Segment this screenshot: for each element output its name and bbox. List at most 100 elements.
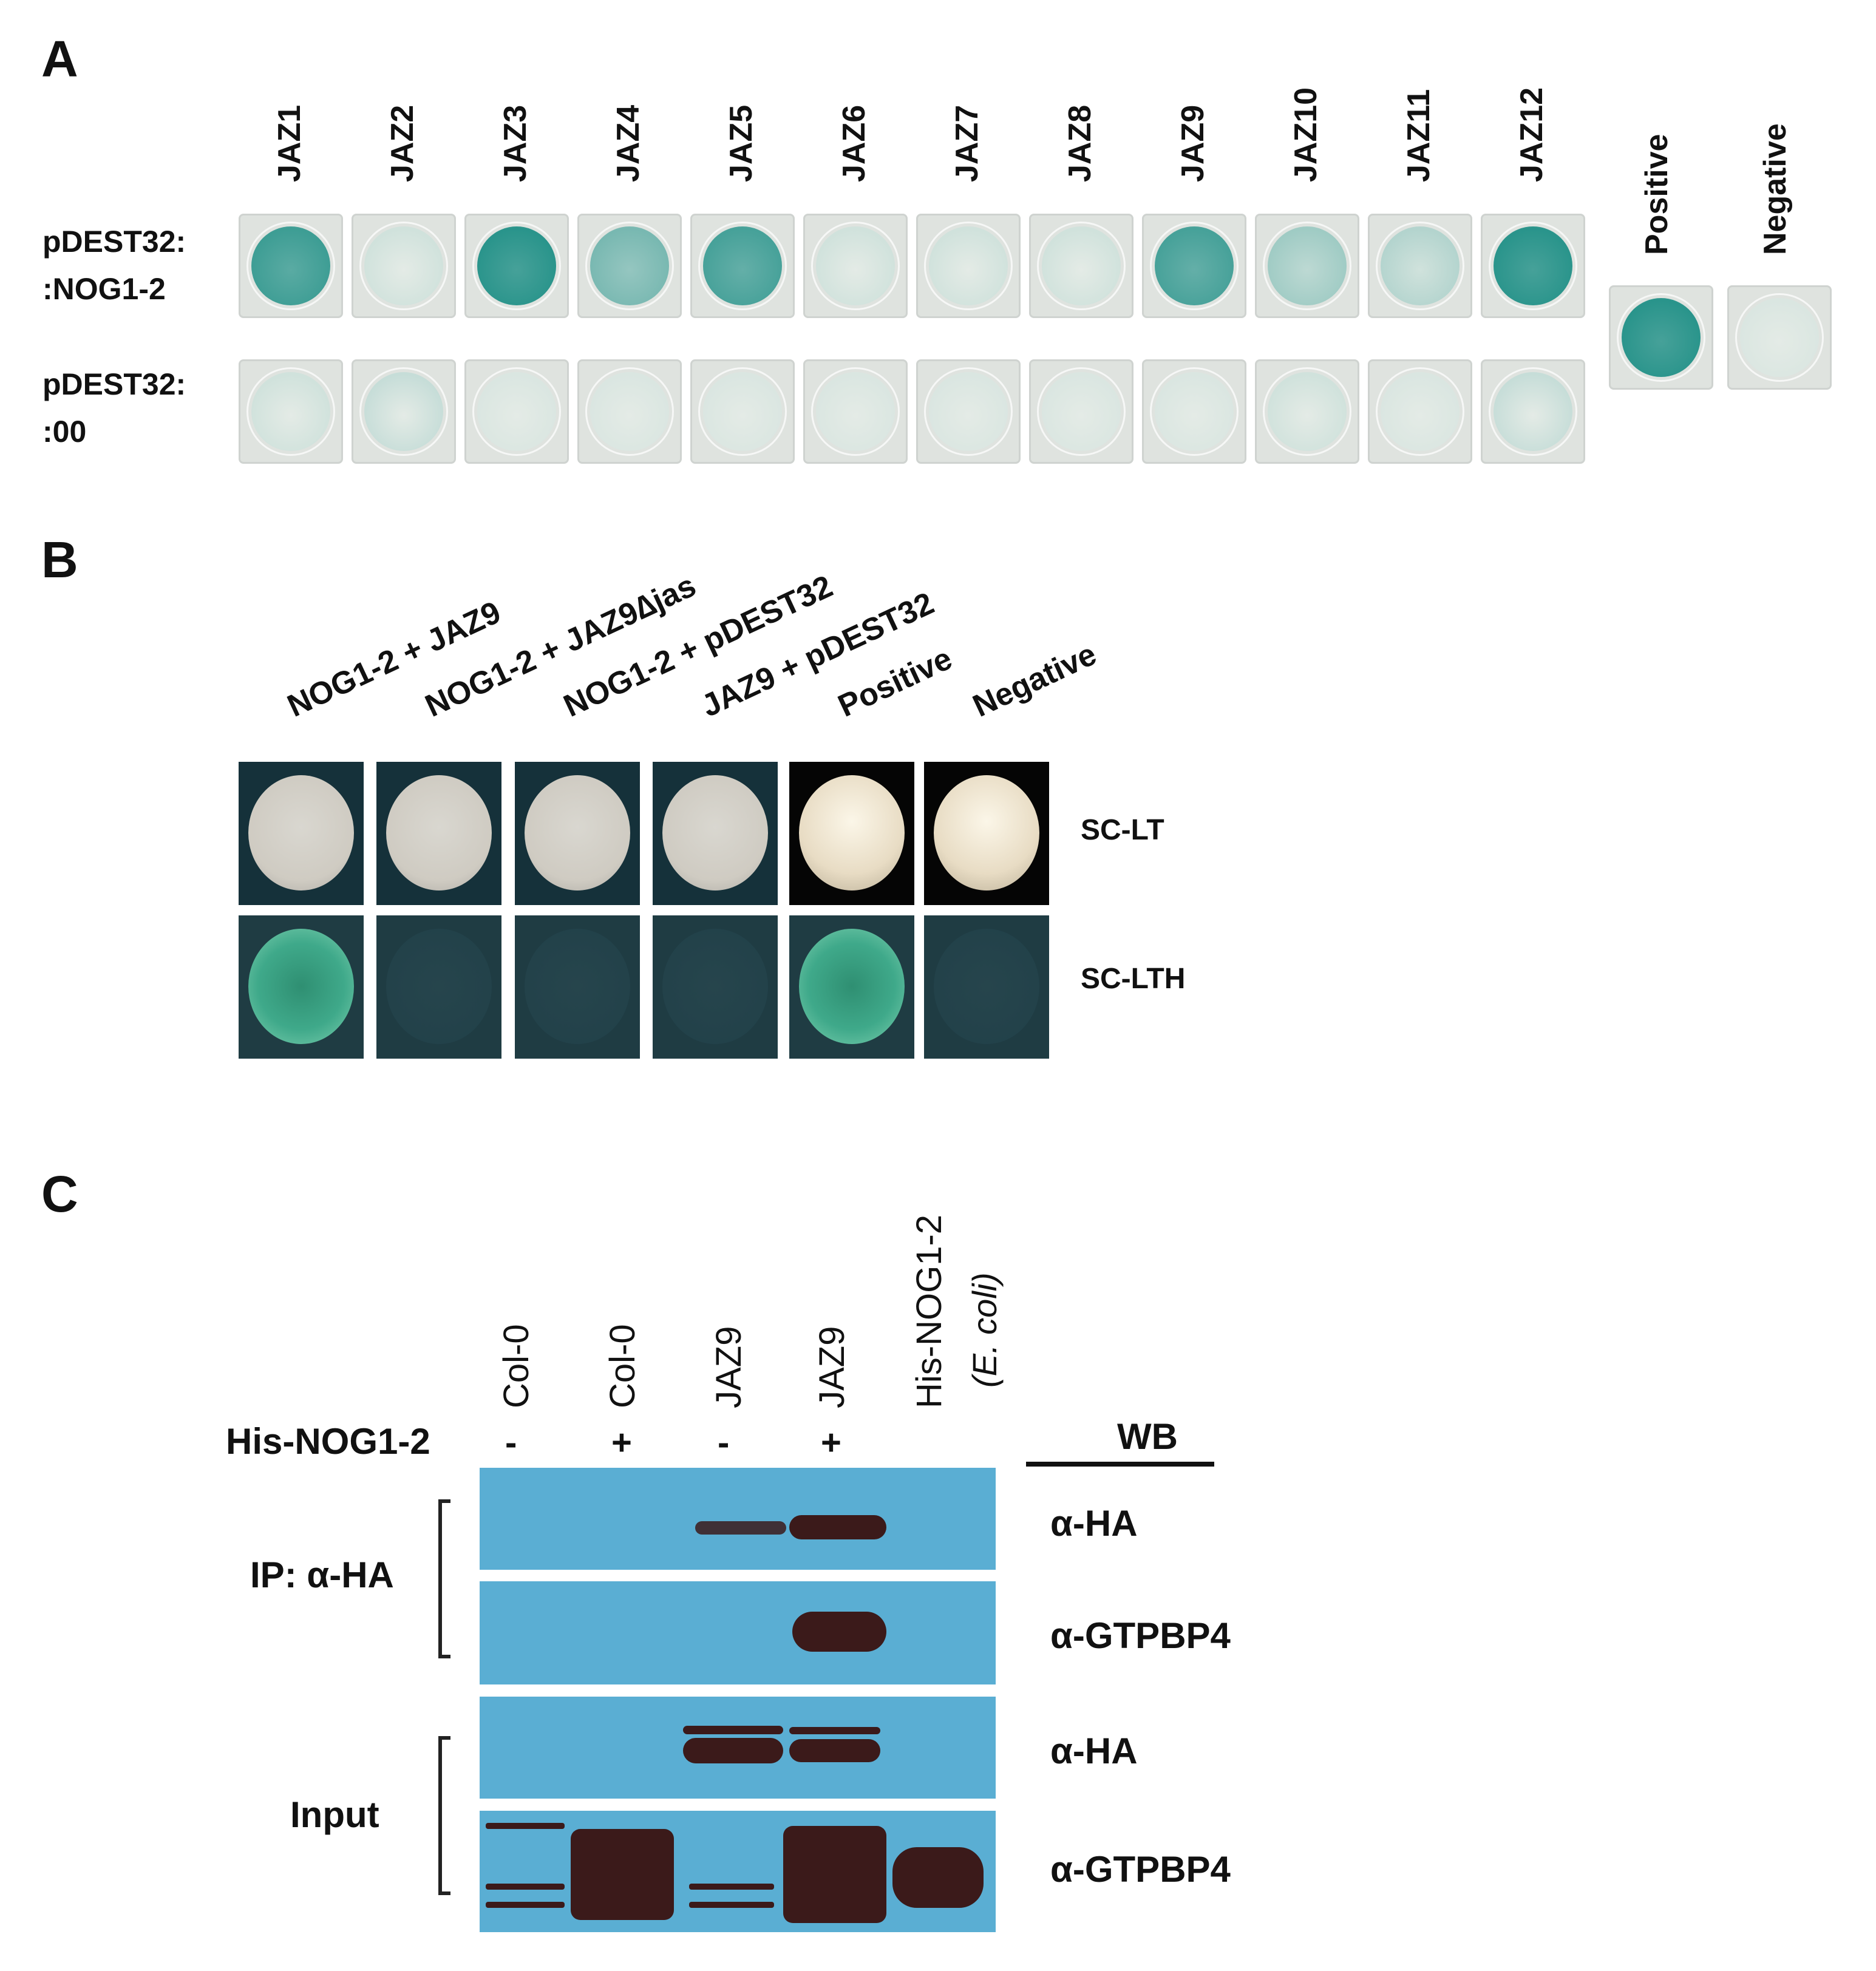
yeast-colony	[248, 929, 354, 1044]
yeast-colony	[799, 775, 905, 891]
well-rim	[1489, 367, 1577, 456]
yeast-colony	[662, 775, 768, 891]
lane-label: JAZ9	[709, 1326, 749, 1408]
band	[792, 1612, 886, 1652]
band	[486, 1902, 565, 1908]
band	[683, 1726, 783, 1734]
well-nog1-2-jaz12	[1481, 214, 1585, 318]
blot-input-gtpbp4	[480, 1811, 996, 1932]
well-nog1-2-jaz1	[239, 214, 343, 318]
well-rim	[811, 367, 900, 456]
colony-tile-sc-lth	[515, 915, 640, 1059]
well-empty-jaz2	[352, 359, 456, 464]
blot-input-ha	[480, 1697, 996, 1799]
colony-tile-sc-lt	[653, 762, 778, 905]
empty-spot	[662, 929, 768, 1044]
band	[695, 1521, 786, 1535]
jaz-column-label: JAZ11	[1401, 89, 1436, 182]
medium-label-sc-lth: SC-LTH	[1081, 963, 1186, 995]
panel-a-row2-label: pDEST32: :00	[42, 361, 186, 455]
empty-spot	[934, 929, 1039, 1044]
colony-tile-sc-lt	[924, 762, 1049, 905]
wb-underline	[1026, 1462, 1214, 1467]
well-rim	[1376, 222, 1464, 310]
his-nog1-2-row-label: His-NOG1-2	[226, 1421, 430, 1462]
row1-label-line1: pDEST32:	[42, 225, 186, 259]
jaz-column-label: JAZ1	[272, 104, 307, 182]
jaz-column-label: JAZ9	[1175, 104, 1211, 182]
well-nog1-2-jaz7	[916, 214, 1021, 318]
well-empty-jaz12	[1481, 359, 1585, 464]
well-rim	[1489, 222, 1577, 310]
well-rim	[1263, 222, 1351, 310]
well-empty-jaz11	[1368, 359, 1472, 464]
well-rim	[1735, 293, 1824, 382]
well-rim	[1150, 367, 1239, 456]
blot-label-4: α-GTPBP4	[1050, 1849, 1231, 1890]
well-rim	[1263, 367, 1351, 456]
well-rim	[1150, 222, 1239, 310]
panel-b-letter: B	[41, 531, 78, 588]
his-sign: -	[718, 1423, 730, 1462]
well-nog1-2-jaz3	[464, 214, 569, 318]
row2-label-line1: pDEST32:	[42, 367, 186, 401]
panel-c-letter: C	[41, 1165, 78, 1223]
his-sign: -	[505, 1423, 517, 1462]
well-empty-jaz8	[1029, 359, 1133, 464]
well-control-negative	[1727, 285, 1832, 390]
colony-tile-sc-lt	[239, 762, 364, 905]
yeast-colony	[525, 775, 630, 891]
empty-spot	[386, 929, 492, 1044]
band	[486, 1823, 565, 1829]
input-bracket	[438, 1736, 450, 1895]
well-rim	[472, 222, 561, 310]
well-rim	[585, 367, 674, 456]
band	[789, 1739, 880, 1762]
band	[892, 1847, 984, 1908]
jaz-column-label: JAZ2	[385, 104, 420, 182]
well-nog1-2-jaz10	[1255, 214, 1359, 318]
colony-tile-sc-lt	[376, 762, 501, 905]
colony-tile-sc-lth	[376, 915, 501, 1059]
well-nog1-2-jaz9	[1142, 214, 1246, 318]
well-nog1-2-jaz6	[803, 214, 908, 318]
medium-label-sc-lt: SC-LT	[1081, 814, 1164, 846]
jaz-column-label: JAZ6	[837, 104, 872, 182]
band	[789, 1727, 880, 1734]
colony-tile-sc-lth	[653, 915, 778, 1059]
well-nog1-2-jaz5	[690, 214, 795, 318]
band	[689, 1902, 774, 1908]
well-rim	[359, 367, 448, 456]
lane-label: JAZ9	[812, 1326, 852, 1408]
well-rim	[246, 222, 335, 310]
well-rim	[472, 367, 561, 456]
yeast-colony	[934, 775, 1039, 891]
ip-bracket	[438, 1499, 450, 1658]
ip-label: IP: α-HA	[250, 1555, 394, 1595]
well-rim	[246, 367, 335, 456]
jaz-column-label: JAZ12	[1514, 87, 1549, 182]
lane5-sublabel: (E. coli)	[965, 1272, 1004, 1388]
blot-ip-gtpbp4	[480, 1581, 996, 1684]
lane-label: His-NOG1-2	[909, 1214, 949, 1408]
blot-label-3: α-HA	[1050, 1731, 1138, 1771]
blot-label-2: α-GTPBP4	[1050, 1615, 1231, 1656]
well-rim	[585, 222, 674, 310]
band	[683, 1738, 783, 1763]
well-empty-jaz3	[464, 359, 569, 464]
panel-a-letter: A	[41, 30, 78, 87]
well-rim	[698, 367, 787, 456]
lane-label: Col-0	[497, 1324, 536, 1408]
well-nog1-2-jaz8	[1029, 214, 1133, 318]
well-rim	[1037, 367, 1126, 456]
well-nog1-2-jaz4	[577, 214, 682, 318]
well-empty-jaz7	[916, 359, 1021, 464]
band	[689, 1884, 774, 1890]
colony-tile-sc-lth	[789, 915, 914, 1059]
his-sign: +	[611, 1423, 632, 1462]
band	[789, 1515, 886, 1539]
his-sign: +	[821, 1423, 841, 1462]
row2-label-line2: :00	[42, 414, 87, 449]
wb-header: WB	[1117, 1416, 1178, 1457]
panel-a-row1-label: pDEST32: :NOG1-2	[42, 219, 186, 313]
